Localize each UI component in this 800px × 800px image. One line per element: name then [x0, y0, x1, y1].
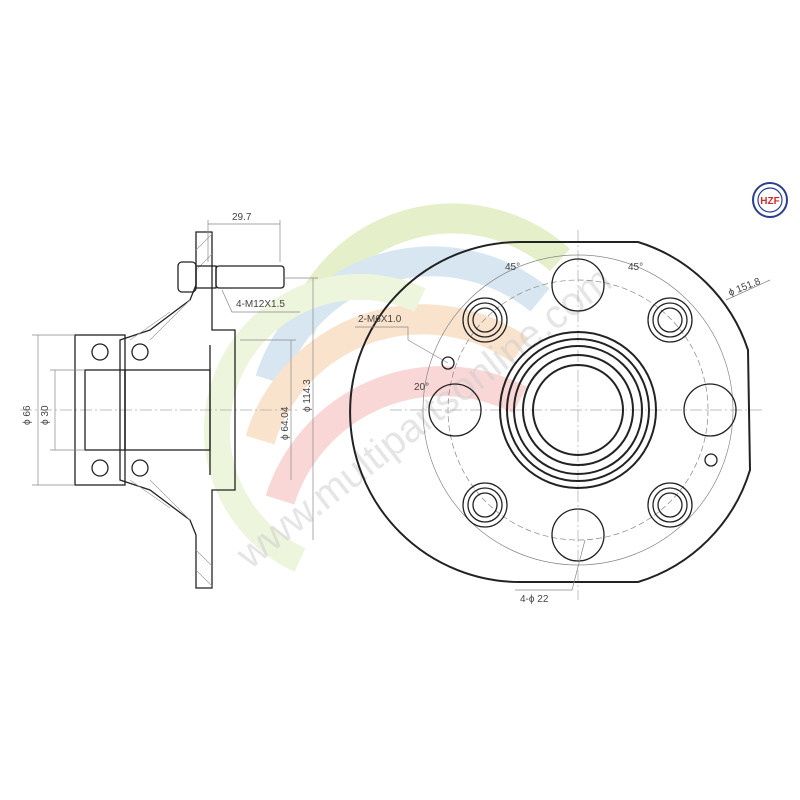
dim-inner-dia: ϕ 30	[40, 405, 51, 425]
logo-text: HZF	[760, 196, 779, 207]
dim-angle-right: 45°	[628, 262, 643, 273]
dim-holes: 4-ϕ 22	[520, 594, 549, 605]
dim-flange-dia: ϕ 151.8	[727, 276, 762, 299]
side-view: 29.7 4-M12X1.5 ϕ 66 ϕ 30 ϕ 64.04 ϕ 114.3	[20, 212, 318, 589]
dim-pcd: ϕ 114.3	[302, 379, 313, 412]
dim-outer-dia: ϕ 66	[22, 405, 33, 425]
watermark-arcs	[203, 203, 571, 572]
hzf-logo: HZF	[752, 182, 788, 218]
dim-stud-length: 29.7	[232, 212, 252, 223]
lightening-holes	[428, 258, 737, 562]
dim-pilot-dia: ϕ 64.04	[280, 406, 291, 440]
m6-screw-hole	[441, 356, 455, 370]
flange-outline	[349, 241, 752, 583]
dim-angle-left: 45°	[505, 262, 520, 273]
front-view: 2-M6X1.0 20° 45° 45° ϕ 151.8 4-ϕ 22	[349, 230, 771, 605]
dim-screw-thread: 2-M6X1.0	[358, 314, 402, 325]
dim-screw-angle: 20°	[414, 382, 429, 393]
small-hole	[704, 453, 718, 467]
stud-holes	[462, 297, 693, 528]
wheel-stud	[177, 261, 197, 293]
hub-rings	[499, 331, 657, 489]
flange-plate	[119, 231, 236, 589]
dim-stud-thread: 4-M12X1.5	[236, 299, 285, 310]
